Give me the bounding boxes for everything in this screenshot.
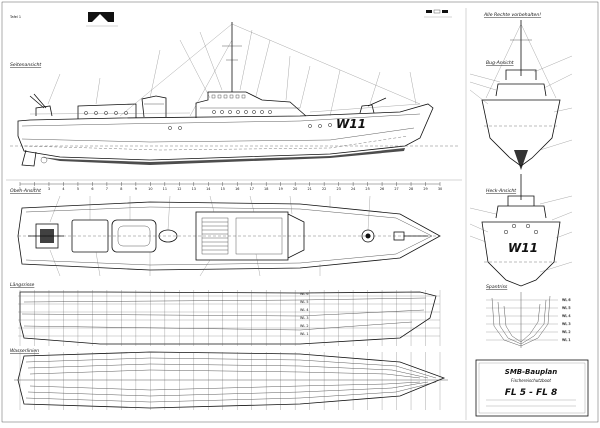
bow-view: Bug-Ansicht (469, 20, 573, 170)
body-plan-waterline-label: WL 6 (562, 298, 570, 302)
station-number: 11 (163, 187, 167, 191)
station-number: 2 (33, 187, 35, 191)
waterline-label: WL 6 (300, 292, 308, 296)
station-number: 17 (250, 187, 254, 191)
station-number: 4 (62, 187, 64, 191)
hull-registration-stern: W11 (508, 241, 538, 255)
station-number: 20 (293, 187, 297, 191)
scale-marks (424, 9, 452, 18)
station-number: 30 (438, 187, 442, 191)
deck-plan-view: Oben-Ansicht (10, 188, 441, 277)
body-plan-title: Spantriss (486, 284, 508, 290)
station-number: 22 (322, 187, 326, 191)
body-plan-waterline-label: WL 4 (562, 314, 570, 318)
rights-note: Alle Rechte vorbehalten! (483, 12, 541, 18)
panel-label: Tafel 1 (9, 15, 21, 19)
bow-view-title: Bug-Ansicht (486, 60, 514, 66)
station-number: 24 (351, 187, 355, 191)
station-verticals (19, 290, 441, 346)
body-plan-waterline-label: WL 2 (562, 330, 570, 334)
stern-view-title: Heck-Ansicht (486, 188, 516, 194)
station-number: 3 (48, 187, 50, 191)
waterline-label: WL 5 (300, 300, 308, 304)
station-number: 6 (91, 187, 93, 191)
waterline-label: WL 2 (300, 324, 308, 328)
hull-registration-side: W11 (336, 117, 366, 131)
side-view: Seitenansicht (10, 22, 460, 167)
station-number: 12 (177, 187, 181, 191)
waterline-label: WL 1 (300, 332, 308, 336)
station-number: 16 (235, 187, 239, 191)
station-number: 5 (77, 187, 79, 191)
station-number: 9 (135, 187, 137, 191)
station-number: 28 (409, 187, 413, 191)
station-number: 25 (365, 187, 369, 191)
vessel-class: FL 5 - FL 8 (505, 388, 558, 398)
waterlines-title: Wasserlinien (10, 348, 39, 354)
station-number: 10 (148, 187, 152, 191)
waterline-label: WL 3 (300, 316, 308, 320)
station-number: 26 (380, 187, 384, 191)
station-number: 21 (307, 187, 311, 191)
vessel-type: Fischereischutzboot (511, 378, 551, 383)
station-number: 1 (19, 187, 21, 191)
title-block: SMB-Bauplan Fischereischutzboot FL 5 - F… (475, 359, 589, 417)
waterline-label: WL 4 (300, 308, 308, 312)
station-number: 19 (279, 187, 283, 191)
station-number: 15 (221, 187, 225, 191)
lines-profile-view: Längsrisse WL 6 WL 5 WL 4 WL 3 WL 2 WL 1 (10, 282, 441, 346)
stern-view: Heck-Ansicht W11 (469, 174, 573, 287)
deck-plan-title: Oben-Ansicht (10, 188, 41, 194)
station-number: 23 (336, 187, 340, 191)
lines-profile-title: Längsrisse (10, 282, 35, 288)
station-number: 7 (106, 187, 108, 191)
waterline-grid: WL 6 WL 5 WL 4 WL 3 WL 2 WL 1 (18, 292, 440, 337)
body-plan-waterline-label: WL 5 (562, 306, 570, 310)
body-plan-waterline-label: WL 3 (562, 322, 570, 326)
station-number: 13 (192, 187, 196, 191)
body-plan-waterline-label: WL 1 (562, 338, 570, 342)
station-number: 18 (264, 187, 268, 191)
station-number: 14 (206, 187, 210, 191)
station-number: 29 (423, 187, 427, 191)
publisher-logo (86, 12, 118, 27)
station-number: 27 (394, 187, 398, 191)
plan-series: SMB-Bauplan (505, 368, 557, 376)
body-plan-view: Spantriss WL 6 WL 5 WL 4 WL 3 WL 2 WL 1 (486, 284, 571, 348)
waterlines-view: Wasserlinien (10, 348, 448, 410)
side-view-title: Seitenansicht (10, 62, 41, 68)
station-number: 8 (120, 187, 122, 191)
